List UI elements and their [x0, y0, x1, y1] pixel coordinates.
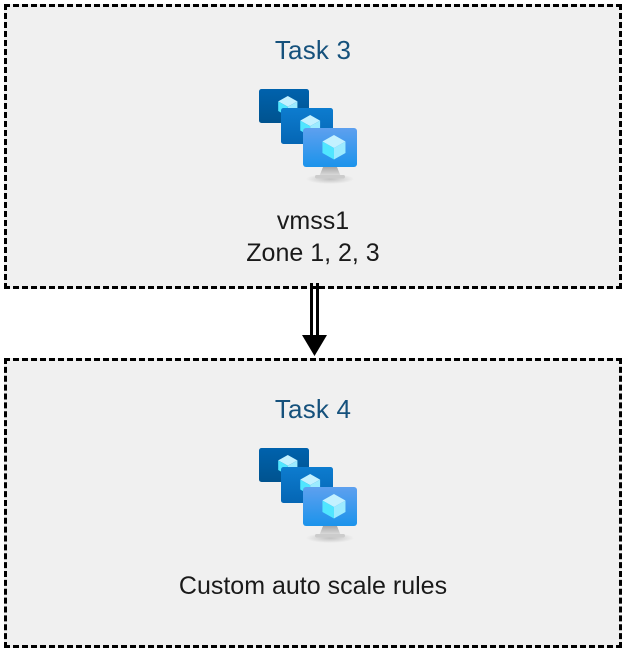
task-3-caption-line-2: Zone 1, 2, 3	[246, 239, 380, 267]
vm-scale-set-icon	[253, 444, 373, 548]
vm-scale-set-icon-svg	[259, 89, 357, 184]
task-4-caption: Custom auto scale rules	[179, 570, 447, 602]
task-box-task-3[interactable]: Task 3	[4, 4, 622, 289]
task-4-title: Task 4	[274, 394, 352, 424]
task-4-caption-line-1: Custom auto scale rules	[178, 572, 448, 600]
double-line-arrow-icon	[302, 283, 327, 356]
connector-arrow-task3-to-task4	[296, 283, 332, 361]
task-3-caption: vmss1 Zone 1, 2, 3	[246, 205, 379, 269]
task-box-task-4[interactable]: Task 4	[4, 358, 622, 648]
vm-scale-set-icon-svg	[259, 448, 357, 543]
task-3-caption-line-1: vmss1	[276, 207, 350, 235]
vm-scale-set-icon	[253, 85, 373, 189]
task-3-title: Task 3	[274, 35, 352, 65]
